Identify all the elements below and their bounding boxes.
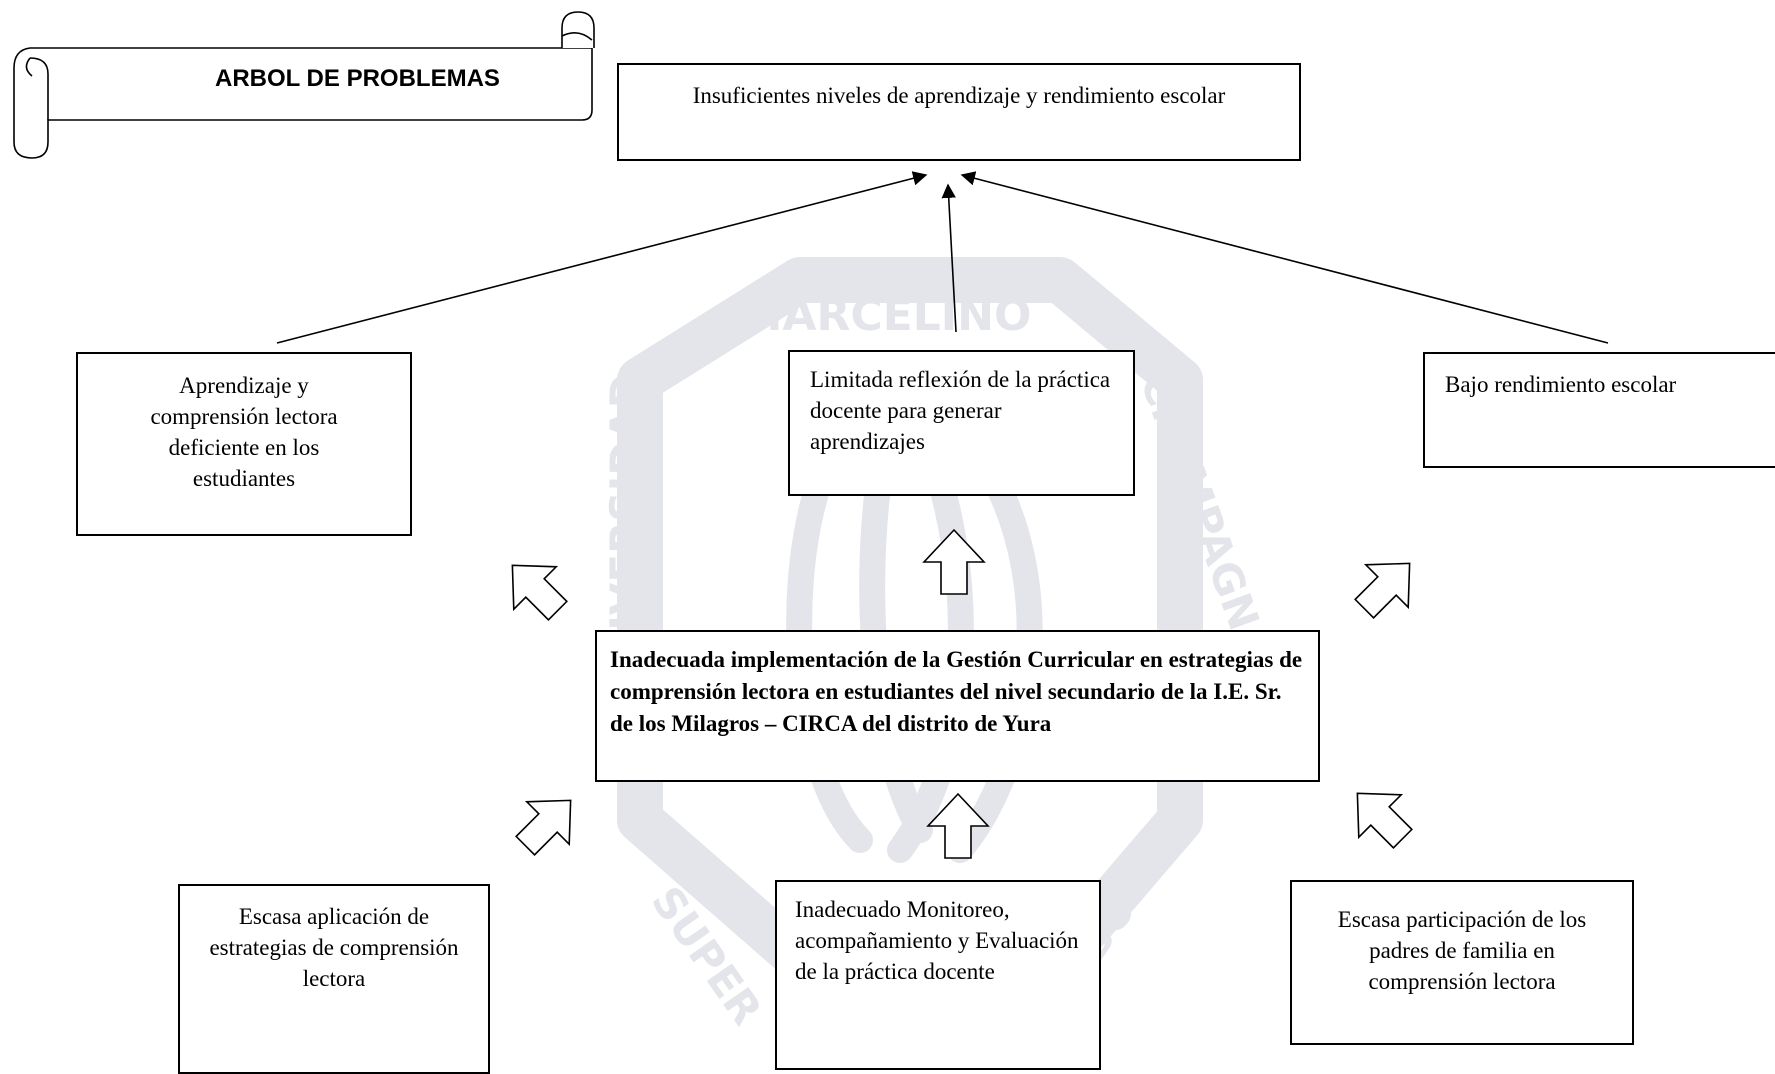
block-arrow-up-cause-2 [926, 792, 990, 859]
cause-box-2: Inadecuado Monitoreo, acompañamiento y E… [775, 880, 1101, 1070]
block-arrow-upright-cause-1 [515, 799, 572, 856]
effect-top-box: Insuficientes niveles de aprendizaje y r… [617, 63, 1301, 161]
effect-top-text: Insuficientes niveles de aprendizaje y r… [692, 83, 1226, 108]
cause-box-3: Escasa participación de los padres de fa… [1290, 880, 1634, 1045]
effect-text-2: Limitada reflexión de la práctica docent… [810, 367, 1111, 454]
effect-box-2: Limitada reflexión de la práctica docent… [788, 350, 1135, 496]
arrow-effect-1-to-top [276, 171, 928, 344]
effect-text-1: Aprendizaje y comprensión lectora defici… [150, 373, 338, 491]
block-arrow-up-effect-2 [922, 528, 986, 595]
effect-box-1: Aprendizaje y comprensión lectora defici… [76, 352, 412, 536]
banner-title: ARBOL DE PROBLEMAS [215, 65, 500, 92]
block-arrow-upright-effect-3 [1354, 562, 1411, 619]
effect-box-3: Bajo rendimiento escolar [1423, 352, 1775, 468]
banner-scroll [13, 11, 595, 159]
central-problem-box: Inadecuada implementación de la Gestión … [595, 630, 1320, 782]
arrow-effect-2-to-top [941, 183, 957, 333]
watermark-top-text: MARCELINO [739, 290, 1032, 341]
central-problem-text: Inadecuada implementación de la Gestión … [610, 647, 1303, 736]
block-arrow-upleft-cause-3 [1356, 792, 1413, 849]
arrow-effect-3-to-top [960, 171, 1609, 344]
cause-text-3: Escasa participación de los padres de fa… [1337, 907, 1587, 994]
cause-box-1: Escasa aplicación de estrategias de comp… [178, 884, 490, 1074]
cause-text-1: Escasa aplicación de estrategias de comp… [209, 904, 459, 991]
effect-text-3: Bajo rendimiento escolar [1445, 372, 1677, 397]
block-arrow-upleft-effect-1 [511, 564, 568, 621]
cause-text-2: Inadecuado Monitoreo, acompañamiento y E… [795, 897, 1079, 984]
